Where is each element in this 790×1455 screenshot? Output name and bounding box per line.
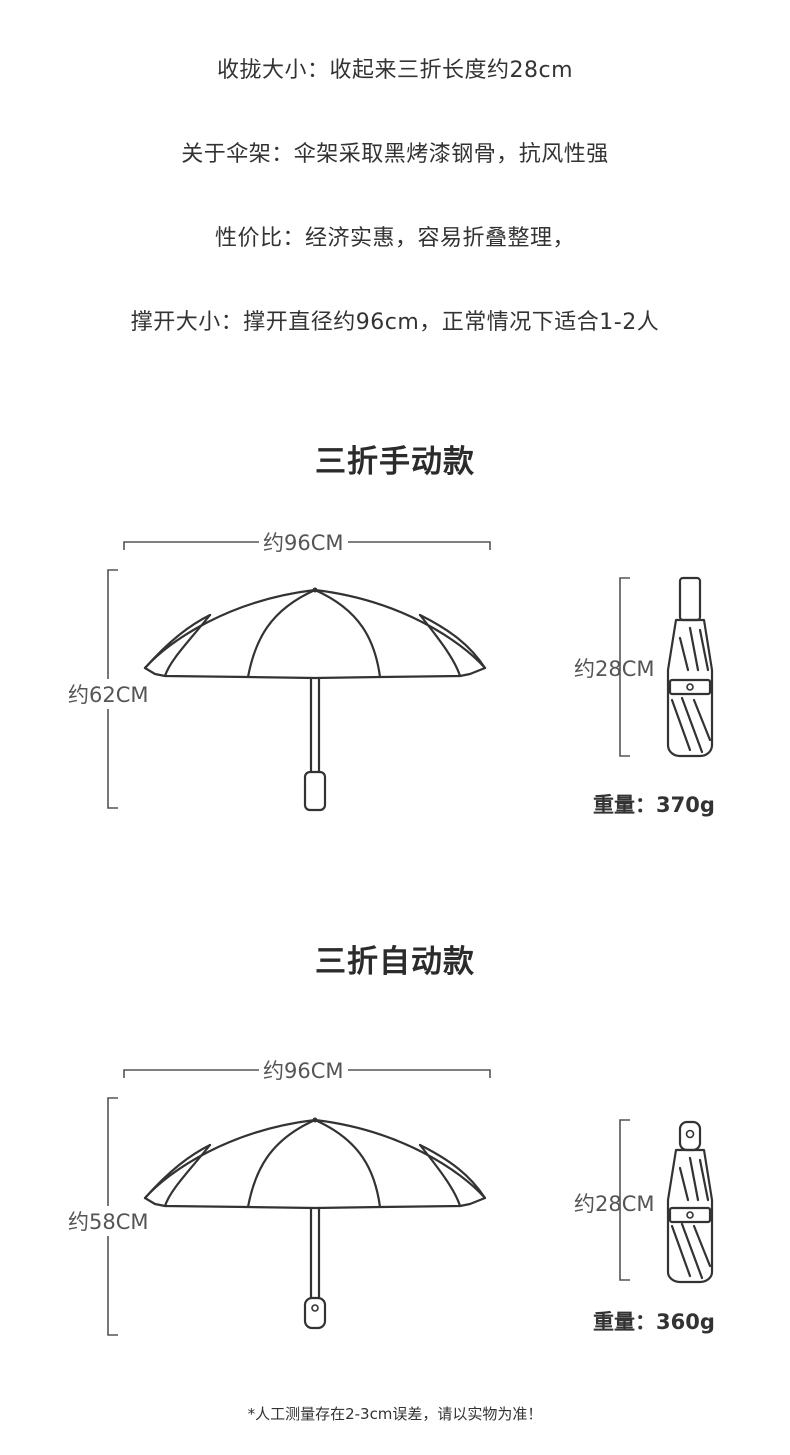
open-umbrella-icon	[143, 588, 487, 680]
manual-umbrella-diagram	[107, 541, 714, 812]
auto-height-label: 约58CM	[64, 1206, 153, 1236]
folded-umbrella-icon	[666, 576, 714, 758]
manual-folded-label: 约28CM	[574, 657, 655, 681]
auto-weight-label: 重量：360g	[593, 1310, 715, 1334]
folded-umbrella-icon	[666, 1120, 714, 1284]
open-umbrella-icon	[143, 1118, 487, 1210]
measurement-footnote: *人工测量存在2-3cm误差，请以实物为准！	[247, 1405, 543, 1423]
spec-folded-size: 收拢大小：收起来三折长度约28cm	[216, 58, 574, 83]
auto-width-label: 约96CM	[259, 1055, 348, 1085]
auto-folded-label: 约28CM	[574, 1192, 655, 1216]
spec-open-size: 撑开大小：撑开直径约96cm，正常情况下适合1-2人	[130, 310, 660, 335]
auto-section-title: 三折自动款	[315, 944, 475, 980]
spec-value: 性价比：经济实惠，容易折叠整理，	[214, 226, 575, 251]
manual-width-label: 约96CM	[259, 527, 348, 557]
manual-weight-label: 重量：370g	[593, 793, 715, 817]
manual-section-title: 三折手动款	[315, 444, 475, 480]
manual-height-label: 约62CM	[64, 679, 153, 709]
auto-umbrella-diagram	[107, 1069, 714, 1336]
spec-frame: 关于伞架：伞架采取黑烤漆钢骨，抗风性强	[181, 142, 609, 167]
